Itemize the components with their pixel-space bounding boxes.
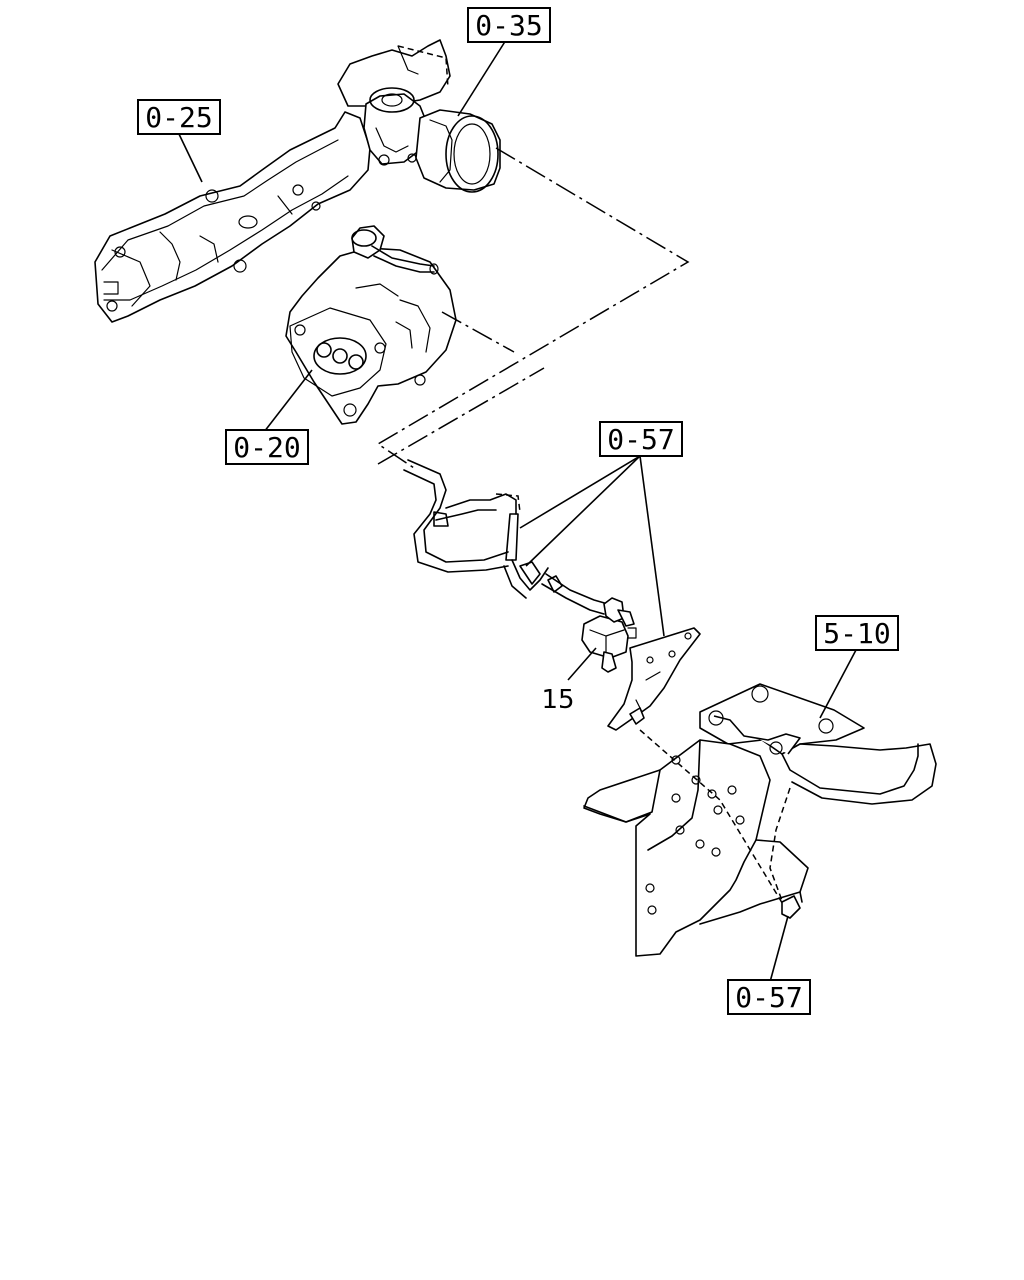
callout-vacuum-pump-label: 0-20 <box>233 431 300 464</box>
callout-bracket-ref[interactable]: 5-10 <box>815 615 899 651</box>
solenoid-valve-drawing <box>581 597 637 673</box>
part-number-label[interactable]: 15 <box>541 685 574 715</box>
solenoid-bracket-drawing <box>607 627 701 731</box>
throttle-body-drawing <box>337 39 501 193</box>
callout-hose-group-top-label: 0-57 <box>607 423 674 456</box>
mounting-plate-drawing <box>583 683 937 957</box>
callout-intake-manifold-label: 0-25 <box>145 101 212 134</box>
callout-throttle-body-label: 0-35 <box>475 9 542 42</box>
callout-hose-group-bottom-label: 0-57 <box>735 981 802 1014</box>
vacuum-pump-drawing <box>285 225 457 425</box>
callout-throttle-body[interactable]: 0-35 <box>467 7 551 43</box>
vacuum-hose-drawing <box>403 459 609 615</box>
callout-hose-group-bottom[interactable]: 0-57 <box>727 979 811 1015</box>
callout-bracket-ref-label: 5-10 <box>823 617 890 650</box>
intake-manifold-drawing <box>94 111 371 323</box>
callout-vacuum-pump[interactable]: 0-20 <box>225 429 309 465</box>
assembly-centerlines <box>376 147 690 469</box>
callout-leaders <box>177 39 857 983</box>
callout-intake-manifold[interactable]: 0-25 <box>137 99 221 135</box>
callout-hose-group-top[interactable]: 0-57 <box>599 421 683 457</box>
